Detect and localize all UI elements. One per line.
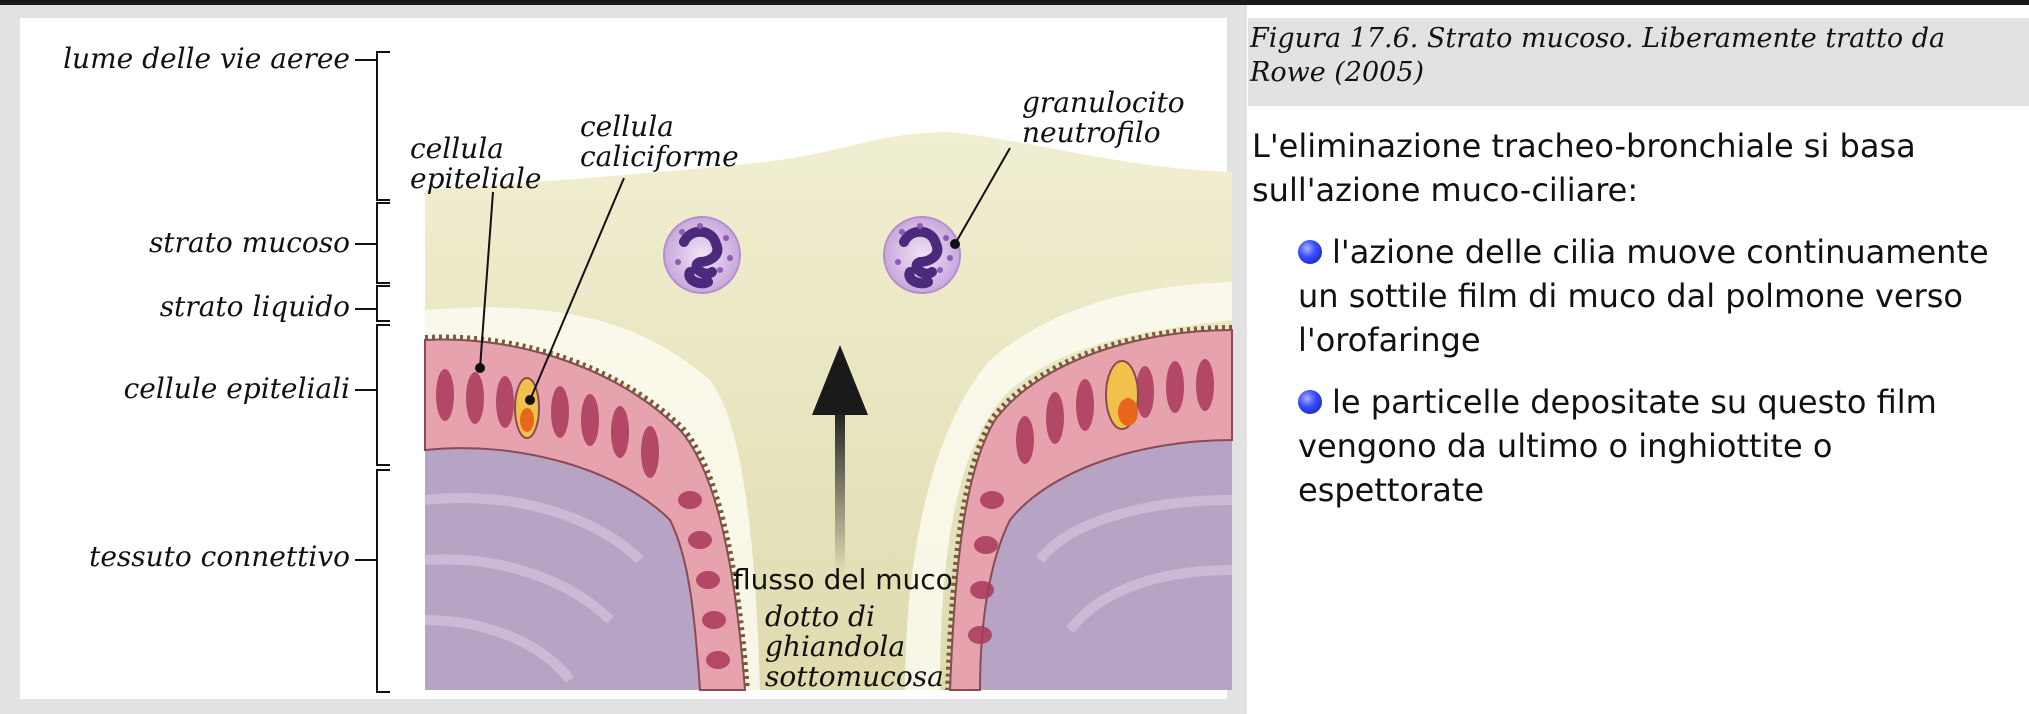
label-strato-liquido: strato liquido [40, 292, 350, 322]
label-tessuto-connettivo: tessuto connettivo [40, 542, 350, 572]
neutrophil-2 [884, 217, 960, 293]
label-cellula-caliciforme-1: cellula [580, 112, 674, 142]
label-granulocito-2: neutrofilo [1022, 118, 1161, 148]
bullet-icon [1298, 390, 1322, 414]
label-dotto-3: sottomucosa [765, 662, 944, 692]
label-cellula-caliciforme-2: caliciforme [580, 142, 739, 172]
bullet-icon [1298, 240, 1322, 264]
label-lume: lume delle vie aeree [40, 44, 350, 74]
label-flusso-del-muco: flusso del muco [733, 563, 953, 596]
label-cellule-epiteliali: cellule epiteliali [40, 374, 350, 404]
label-dotto-2: ghiandola [765, 632, 905, 662]
label-granulocito-1: granulocito [1022, 88, 1185, 118]
label-dotto-1: dotto di [765, 602, 875, 632]
bullet-text-2: le particelle depositate su questo film … [1298, 383, 1937, 509]
intro-paragraph: L'eliminazione tracheo-bronchiale si bas… [1252, 124, 2012, 212]
bullet-item-2: le particelle depositate su questo film … [1298, 380, 2018, 512]
figure-caption: Figura 17.6. Strato mucoso. Liberamente … [1250, 22, 2020, 90]
label-cellula-epiteliale-2: epiteliale [410, 164, 541, 194]
neutrophil-1 [664, 217, 740, 293]
figure-caption-box: Figura 17.6. Strato mucoso. Liberamente … [1248, 18, 2029, 106]
bullet-item-1: l'azione delle cilia muove continuamente… [1298, 230, 2018, 362]
layer-brackets [355, 52, 390, 692]
label-cellula-epiteliale-1: cellula [410, 134, 504, 164]
label-strato-mucoso: strato mucoso [40, 228, 350, 258]
bullet-text-1: l'azione delle cilia muove continuamente… [1298, 233, 1989, 359]
